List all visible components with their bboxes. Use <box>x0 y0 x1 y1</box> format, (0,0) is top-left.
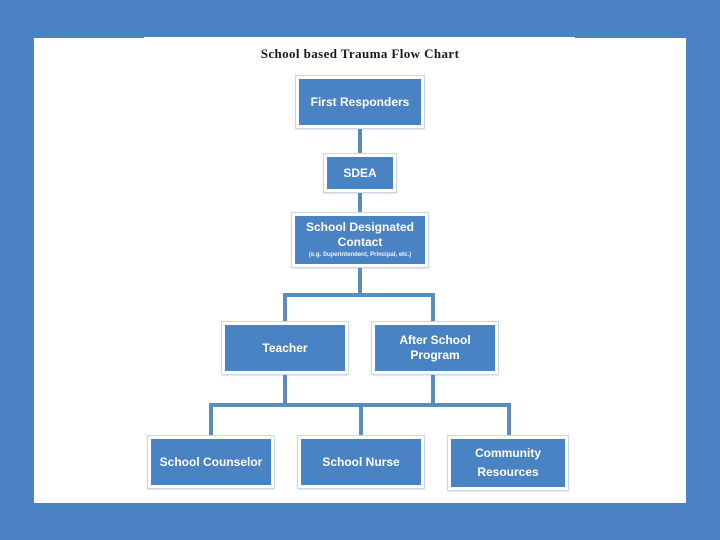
connector-teacher-drop <box>283 374 287 403</box>
connector-bus-row4 <box>283 293 435 297</box>
node-label-line1: Community <box>475 445 541 460</box>
node-sdea[interactable]: SDEA <box>323 153 397 193</box>
node-label: First Responders <box>310 94 410 109</box>
node-label: School Designated Contact <box>305 220 415 250</box>
node-label: After School Program <box>399 333 471 362</box>
connector-sdea-to-contact <box>358 192 362 213</box>
node-first-responders[interactable]: First Responders <box>295 75 425 129</box>
connector-bus-to-teacher <box>283 293 287 322</box>
node-label: Teacher <box>262 340 308 355</box>
panel-top-edge-right <box>575 33 686 38</box>
node-school-nurse[interactable]: School Nurse <box>297 435 425 489</box>
page-title: School based Trauma Flow Chart <box>260 46 460 61</box>
node-label-line2: Resources <box>477 465 539 479</box>
connector-bus-to-after-school <box>431 293 435 322</box>
node-after-school-program[interactable]: After School Program <box>371 321 499 375</box>
node-label: School Nurse <box>322 454 400 469</box>
node-sublabel: (e.g. Superintendent, Principal, etc.) <box>308 252 412 259</box>
panel-top-edge-left <box>34 33 144 38</box>
node-school-counselor[interactable]: School Counselor <box>147 435 275 489</box>
connector-first-responders-to-sdea <box>358 128 362 154</box>
node-teacher[interactable]: Teacher <box>221 321 349 375</box>
connector-bus-to-community <box>507 403 511 436</box>
node-community-resources[interactable]: Community Resources <box>447 435 569 491</box>
connector-bus-to-nurse <box>359 403 363 436</box>
connector-after-school-drop <box>431 374 435 403</box>
node-school-designated-contact[interactable]: School Designated Contact (e.g. Superint… <box>291 212 429 268</box>
connector-bus-to-counselor <box>209 403 213 436</box>
connector-contact-drop <box>358 267 362 293</box>
node-label: SDEA <box>343 165 377 180</box>
node-label: School Counselor <box>159 454 263 469</box>
